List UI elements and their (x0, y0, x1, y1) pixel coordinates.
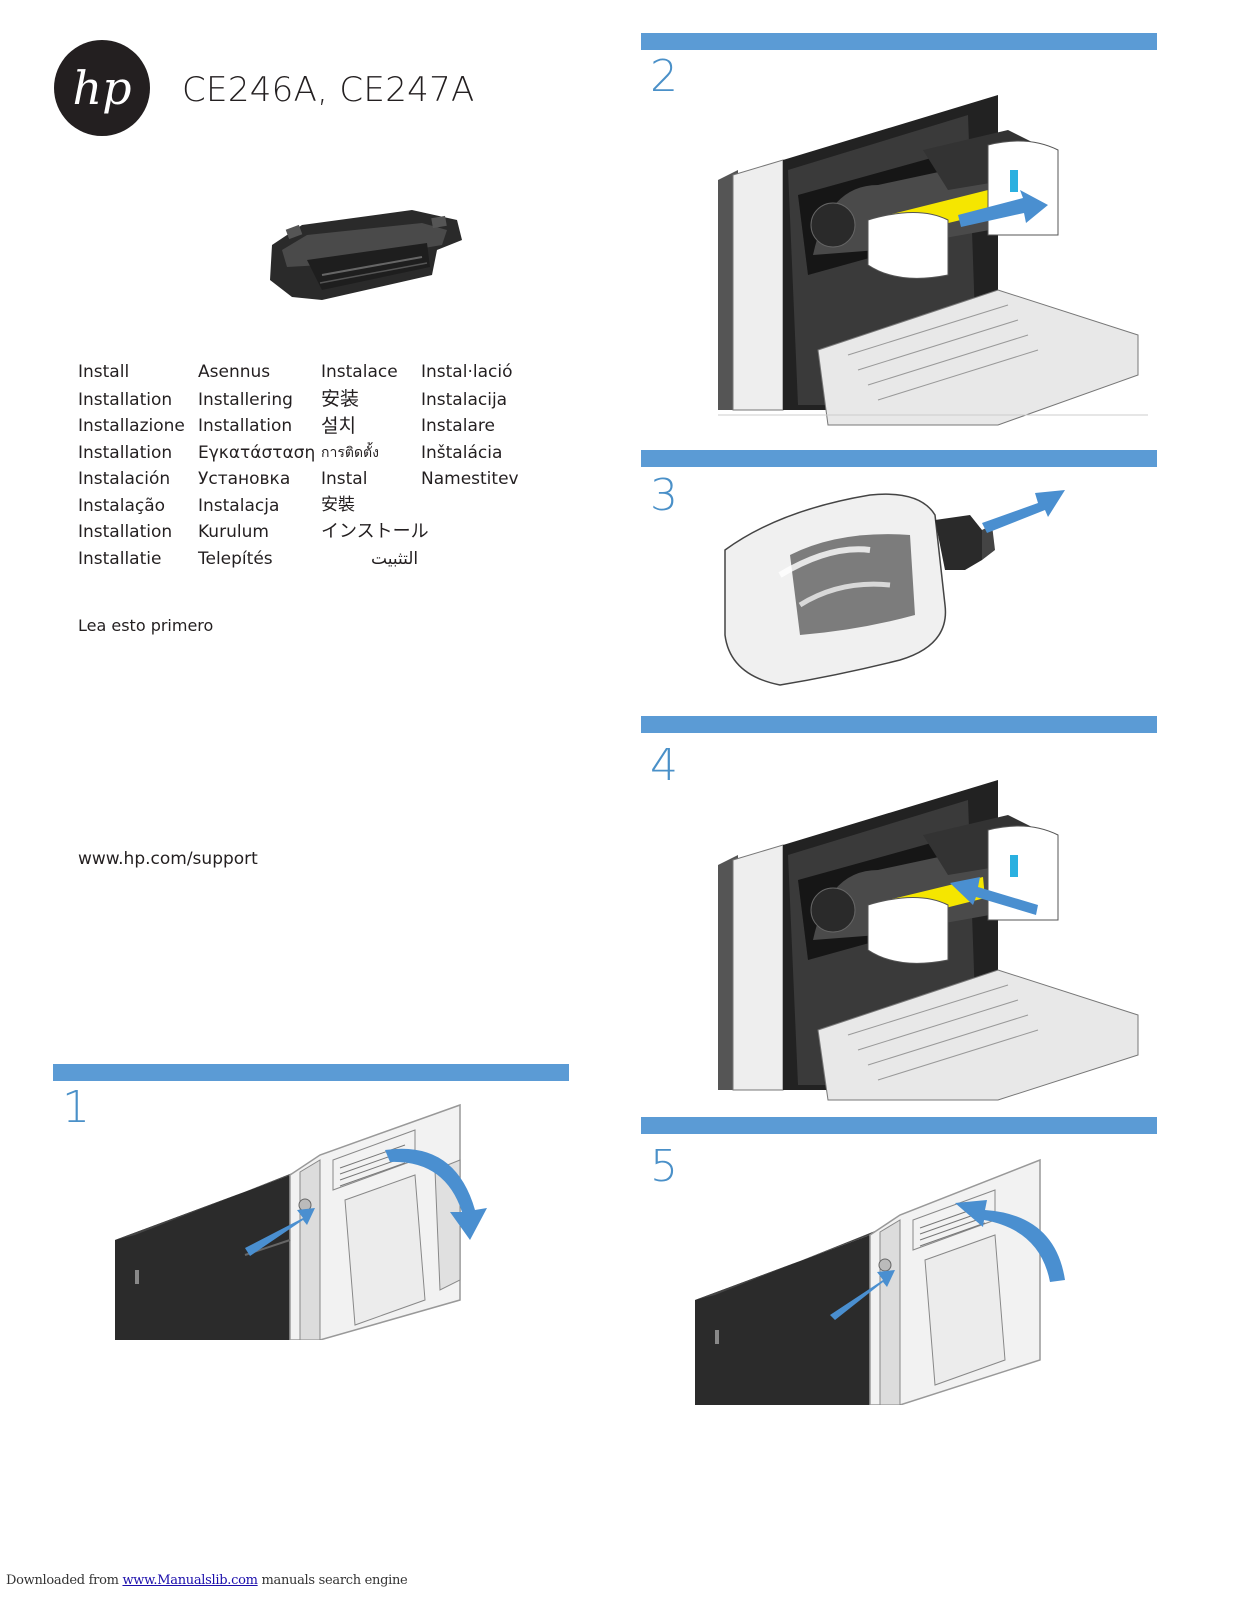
lang-label: การติดตั้ง (321, 445, 379, 461)
step-4-number: 4 (650, 740, 678, 791)
lang-label: Instalação (78, 496, 166, 516)
page-title: CE246A, CE247A (182, 70, 475, 110)
lang-label: Instal (321, 469, 368, 489)
step-4-bar (641, 716, 1157, 733)
step-3-illustration (724, 490, 1065, 686)
lang-label: Installering (198, 390, 293, 410)
lang-label: Installation (78, 390, 173, 410)
lang-label: Asennus (198, 362, 271, 382)
lang-label: Установка (198, 469, 291, 489)
step-5-number: 5 (650, 1141, 678, 1192)
lang-label: Install (78, 362, 130, 382)
lang-label: Installation (78, 522, 173, 542)
step-2-illustration (718, 95, 1148, 426)
fuser-kit-illustration (270, 210, 462, 300)
lang-label: Εγκατάσταση (198, 443, 316, 463)
lang-label: 설치 (321, 415, 356, 437)
lang-label: التثبيت (371, 549, 419, 569)
lang-label: Namestitev (421, 469, 519, 489)
hp-logo-text: hp (72, 61, 131, 115)
intro-text: Lea esto primero (78, 616, 214, 635)
step-5-illustration (695, 1158, 1065, 1405)
step-4-illustration (718, 780, 1139, 1101)
step-2-bar (641, 33, 1157, 50)
step-1-bar (53, 1064, 569, 1081)
lang-label: Instalacja (198, 496, 280, 516)
lang-label: Installatie (78, 549, 162, 569)
lang-label: Instalacija (421, 390, 508, 410)
lang-label: Installation (78, 443, 173, 463)
lang-label: Kurulum (198, 522, 269, 542)
lang-label: Installation (198, 416, 293, 436)
step-3-bar (641, 450, 1157, 467)
footer-suffix: manuals search engine (257, 1573, 408, 1588)
step-2-number: 2 (650, 51, 678, 102)
lang-label: Instalace (321, 362, 398, 382)
lang-label: Installazione (78, 416, 185, 436)
footer-link[interactable]: www.Manualslib.com (122, 1573, 258, 1588)
lang-label: Inštalácia (421, 443, 503, 463)
lang-label: Telepítés (198, 549, 273, 569)
support-url: www.hp.com/support (78, 849, 258, 869)
footer-prefix: Downloaded from (6, 1573, 123, 1588)
lang-label: Instalación (78, 469, 171, 489)
lang-label: Instalare (421, 416, 495, 436)
step-5-bar (641, 1117, 1157, 1134)
step-1-number: 1 (62, 1082, 90, 1133)
hp-logo: hp (54, 40, 150, 136)
step-1-illustration (115, 1103, 487, 1340)
step-3-number: 3 (650, 470, 678, 521)
lang-label: 安装 (321, 388, 360, 410)
lang-label: インストール (321, 521, 429, 542)
lang-label: 安裝 (321, 495, 355, 515)
lang-label: Instal·lació (421, 362, 513, 382)
footer: Downloaded from www.Manualslib.com manua… (6, 1573, 408, 1588)
